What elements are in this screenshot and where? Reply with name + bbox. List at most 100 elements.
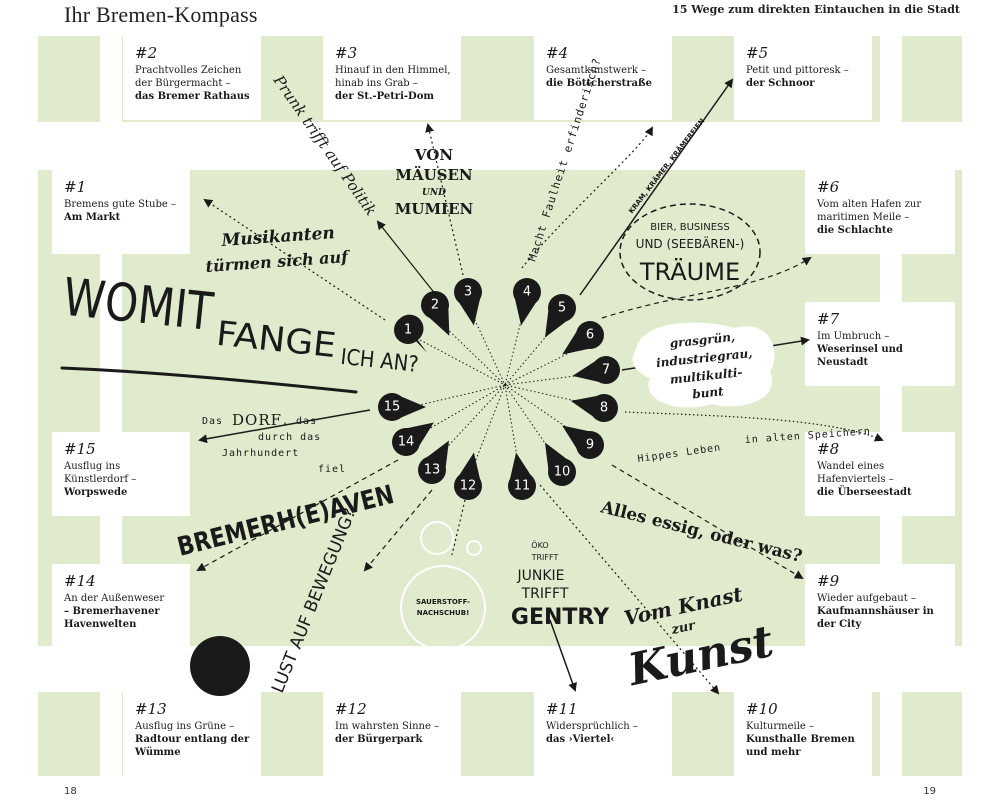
main-question: WOMIT FANGE ICH AN? xyxy=(60,268,419,378)
pin-14[interactable]: 14 xyxy=(387,411,442,461)
arrow-5 xyxy=(579,78,734,296)
page-title: Ihr Bremen-Kompass xyxy=(64,2,258,27)
arrow-10 xyxy=(539,484,720,695)
card-number: #13 xyxy=(135,700,167,718)
pin-6[interactable]: 6 xyxy=(554,316,609,366)
arrow-8 xyxy=(624,411,884,442)
pin-1[interactable]: 1 xyxy=(388,309,439,362)
arrow-3 xyxy=(425,123,464,276)
pin-label: 6 xyxy=(586,328,594,343)
phrase-musikanten-1: Musikanten xyxy=(220,223,336,251)
card-number: #6 xyxy=(817,178,840,196)
phrase-dorf-3: , das xyxy=(282,416,317,427)
pin-label: 13 xyxy=(424,463,441,478)
arrow-1 xyxy=(203,198,386,321)
pin-label: 10 xyxy=(554,465,571,480)
phrase-knast: Vom Knast zur Kunst xyxy=(622,582,778,697)
pin-15[interactable]: 15 xyxy=(378,393,426,421)
phrase-oko-3: JUNKIE xyxy=(516,568,564,584)
page-number-right: 19 xyxy=(923,786,936,797)
phrase-oko-5: GENTRY xyxy=(511,605,610,630)
pin-2[interactable]: 2 xyxy=(416,286,462,341)
pin-7[interactable]: 7 xyxy=(570,354,622,390)
arrow-2 xyxy=(376,220,441,301)
phrase-oko-2: TRIFFT xyxy=(531,553,559,562)
phrase-kram: KRAM, KRÄMER, KRÄMEREIEN xyxy=(626,116,706,215)
main-question-part-1: WOMIT xyxy=(60,268,216,343)
card-text: Kulturmeile – xyxy=(746,721,815,732)
main-question-part-3: ICH AN? xyxy=(339,345,419,378)
phrase-mause-2: MÄUSEN xyxy=(395,165,473,184)
decorative-dot xyxy=(190,636,250,696)
card-text: Petit und pittoresk – xyxy=(746,65,849,76)
page-subtitle: 15 Wege zum direkten Eintauchen in die S… xyxy=(672,3,960,16)
arrow-11 xyxy=(549,619,577,692)
phrase-gras-1: grasgrün, xyxy=(669,330,736,351)
card-text: Ausflug ins Grüne – xyxy=(135,721,235,732)
pin-label: 9 xyxy=(586,438,594,453)
card-text: An der Außenweser xyxy=(64,593,165,604)
phrase-dorf-2: DORF xyxy=(232,411,282,429)
card-number: #11 xyxy=(546,700,578,718)
card-text: Bremens gute Stube – xyxy=(64,199,176,210)
pin-8[interactable]: 8 xyxy=(568,387,621,424)
card-title: der Schnoor xyxy=(746,78,815,89)
pin-label: 2 xyxy=(431,298,439,313)
phrase-hippes: Hippes Leben xyxy=(637,442,722,465)
pin-label: 8 xyxy=(600,401,608,416)
pin-12[interactable]: 12 xyxy=(452,450,488,502)
card-number: #2 xyxy=(135,44,158,62)
card-title: die Böttcherstraße xyxy=(546,78,652,89)
card-title: die Schlachte xyxy=(817,225,893,236)
pin-label: 4 xyxy=(523,285,531,300)
card-text: Wieder aufgebaut – xyxy=(817,593,916,604)
pin-4[interactable]: 4 xyxy=(507,276,543,328)
phrase-gras-4: bunt xyxy=(692,384,725,401)
phrase-oko-1: ÖKO xyxy=(531,540,548,550)
splash-grasgruen xyxy=(632,322,775,408)
pin-5[interactable]: 5 xyxy=(533,289,581,345)
card-number: #8 xyxy=(817,440,840,458)
title-underline xyxy=(60,366,358,394)
phrase-speichern: in alten Speichern xyxy=(744,426,871,446)
phrase-mause: VON MÄUSEN UND MUMIEN xyxy=(395,146,474,218)
phrase-mause-1: VON xyxy=(414,146,453,164)
pin-3[interactable]: 3 xyxy=(452,276,488,328)
pin-11[interactable]: 11 xyxy=(502,450,538,502)
pin-10[interactable]: 10 xyxy=(533,436,581,492)
phrase-bier-2: UND (SEEBÄREN-) xyxy=(636,236,745,251)
main-question-part-2: FANGE xyxy=(214,314,338,366)
pin-label: 11 xyxy=(514,479,531,494)
page-number-left: 18 xyxy=(64,786,77,797)
bubble-small xyxy=(466,540,482,556)
phrase-dorf-4: durch das xyxy=(258,432,321,443)
card-title: Worpswede xyxy=(64,487,128,498)
card-title: das ›Viertel‹ xyxy=(546,734,615,745)
phrase-bremerhaven: BREMERH(E)AVEN xyxy=(174,480,397,563)
phrase-knast-3: Kunst xyxy=(622,616,778,697)
phrase-prunk: Prunk trifft auf Politik xyxy=(269,71,380,219)
phrase-dorf-6: fiel xyxy=(318,464,346,475)
card-title: Weserinsel und Neustadt xyxy=(817,344,903,368)
card-title: Kaufmannshäuser in der City xyxy=(817,606,934,630)
pin-9[interactable]: 9 xyxy=(554,414,609,464)
pin-13[interactable]: 13 xyxy=(413,434,461,490)
card-number: #5 xyxy=(746,44,769,62)
bubble-small xyxy=(420,521,454,555)
